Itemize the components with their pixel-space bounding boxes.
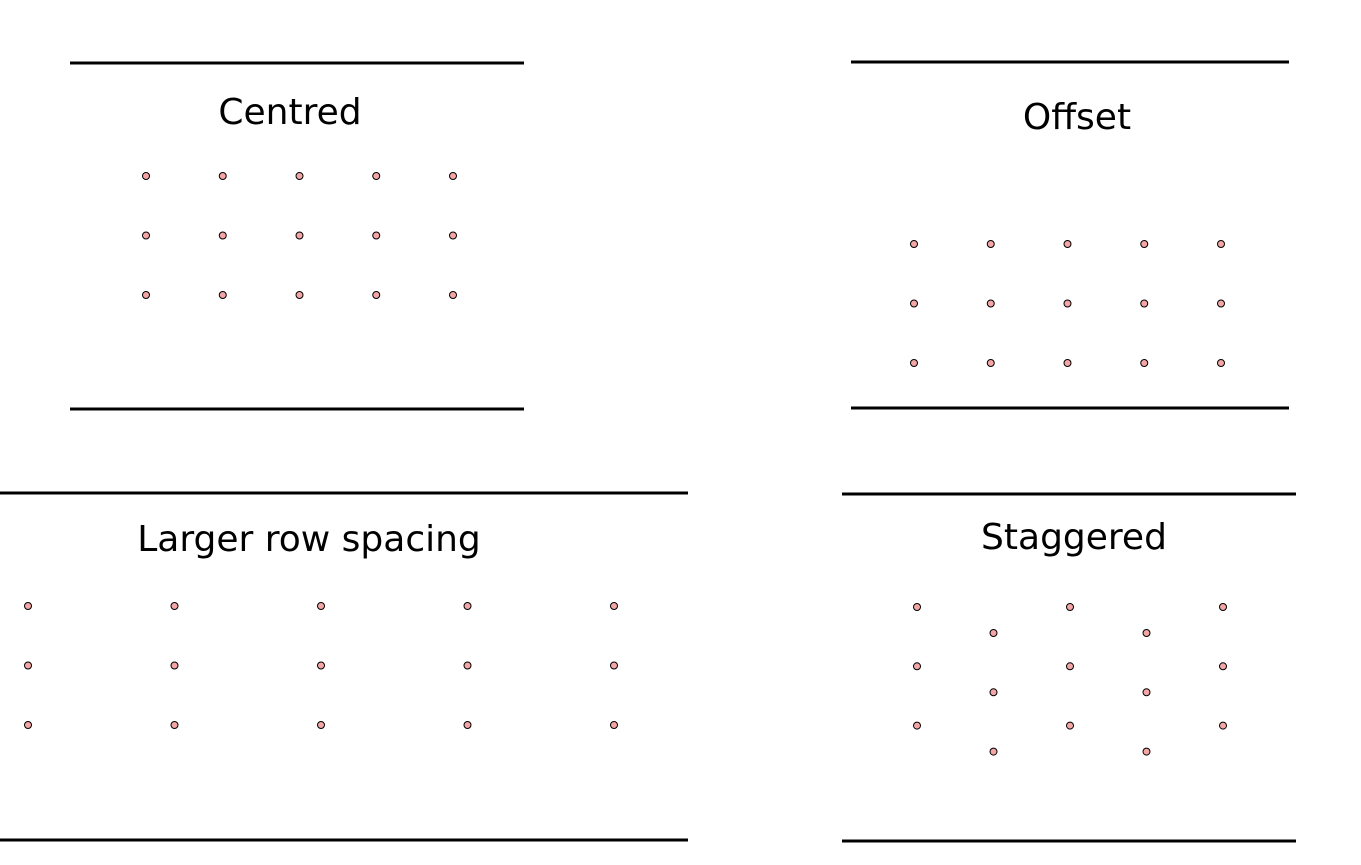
panel-staggered: Staggered <box>842 492 1296 843</box>
dot <box>1063 240 1072 248</box>
dot <box>372 291 381 299</box>
dot <box>317 602 325 610</box>
panel-title-larger-row-spacing: Larger row spacing <box>137 519 481 560</box>
dot <box>372 231 381 240</box>
panel-title-staggered: Staggered <box>981 517 1167 558</box>
dot <box>170 661 179 670</box>
dot <box>317 661 325 670</box>
dot <box>986 240 995 248</box>
dot <box>910 299 918 308</box>
dot <box>24 661 32 670</box>
panel-title-offset: Offset <box>1023 97 1131 138</box>
dot <box>1219 721 1227 730</box>
dot <box>913 603 921 611</box>
dot <box>610 602 618 610</box>
dot <box>142 172 150 180</box>
dot <box>913 662 921 671</box>
dot <box>1219 603 1227 611</box>
dot <box>1219 662 1227 671</box>
dot <box>910 359 918 367</box>
dot <box>295 291 304 299</box>
dot <box>449 291 457 299</box>
dot <box>986 299 995 308</box>
dot <box>986 359 995 367</box>
dot <box>1140 240 1149 248</box>
dot <box>1217 359 1225 367</box>
panel-offset: Offset <box>851 60 1289 410</box>
dot <box>1066 603 1074 611</box>
dot <box>170 721 179 729</box>
dot <box>142 291 150 299</box>
dot <box>1063 299 1072 308</box>
dot <box>1063 359 1072 367</box>
dot <box>1217 299 1225 308</box>
dot <box>1066 721 1074 730</box>
dot <box>295 231 304 240</box>
panel-centred: Centred <box>70 61 524 411</box>
dot <box>295 172 304 180</box>
dot <box>24 602 32 610</box>
dot <box>449 172 457 180</box>
dot <box>1140 299 1149 308</box>
dot-grid <box>24 602 618 729</box>
dot <box>218 172 227 180</box>
dot <box>170 602 179 610</box>
dot <box>1142 747 1151 756</box>
dot <box>1142 629 1151 637</box>
dot <box>1066 662 1074 671</box>
dot <box>610 721 618 729</box>
dot <box>449 231 457 240</box>
dot <box>989 747 998 756</box>
dot <box>24 721 32 729</box>
dot-grid <box>913 603 1227 756</box>
dot <box>913 721 921 730</box>
dot <box>989 629 998 637</box>
dot <box>317 721 325 729</box>
dot-grid <box>142 172 457 299</box>
dot-grid <box>910 240 1225 367</box>
dot <box>463 661 472 670</box>
dot <box>1217 240 1225 248</box>
dot <box>218 291 227 299</box>
dot <box>142 231 150 240</box>
dot <box>372 172 381 180</box>
dot <box>218 231 227 240</box>
dot <box>989 688 998 697</box>
dot <box>463 721 472 729</box>
panel-title-centred: Centred <box>218 92 361 133</box>
dot <box>1140 359 1149 367</box>
dot <box>1142 688 1151 697</box>
panel-larger-row-spacing: Larger row spacing <box>0 491 688 842</box>
dot <box>910 240 918 248</box>
dot <box>463 602 472 610</box>
dot <box>610 661 618 670</box>
